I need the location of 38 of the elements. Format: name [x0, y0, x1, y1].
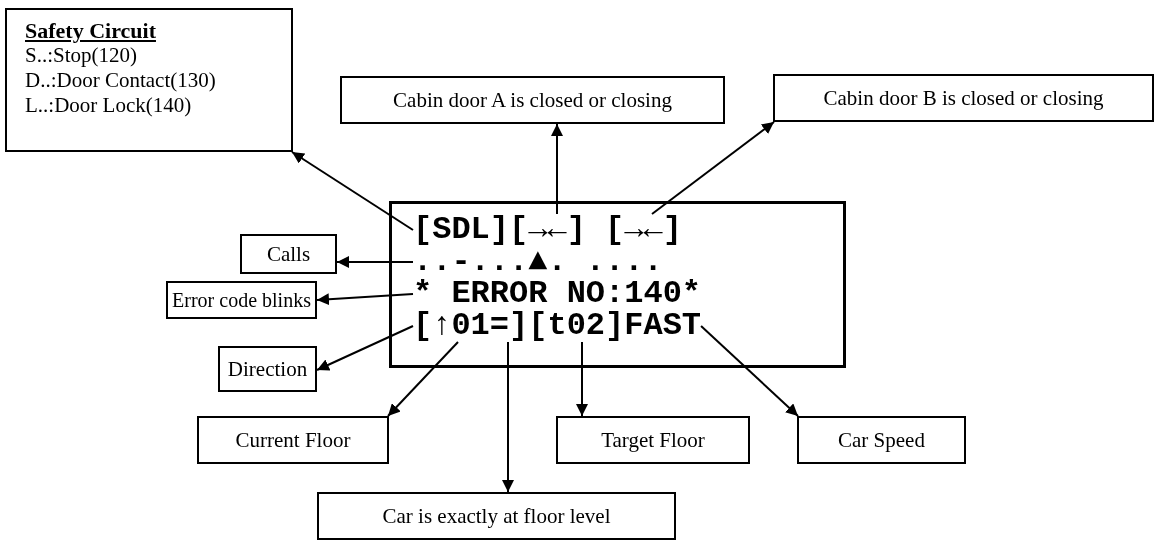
heading: Safety Circuit: [25, 18, 157, 43]
callout-box: [218, 346, 317, 392]
callout-text: Error code blinks: [172, 288, 311, 312]
callout-text: Car Speed: [838, 427, 925, 453]
callout-text: Car is exactly at floor level: [382, 503, 611, 529]
display-text-line: [SDL][→←] [→←]: [413, 214, 682, 246]
code-line: S..:Stop(120): [25, 43, 138, 68]
callout-box: [197, 416, 389, 464]
leader-arrow: [551, 123, 563, 215]
leader-arrow: [291, 151, 414, 231]
display-text-line: [↑01=][t02]FAST: [413, 310, 702, 342]
leader-arrow: [502, 341, 514, 493]
callout-box: [556, 416, 750, 464]
leader-arrow: [576, 341, 588, 417]
callout-text: Target Floor: [601, 427, 705, 453]
code-line: L..:Door Lock(140): [25, 93, 193, 118]
callout-text: Current Floor: [235, 427, 351, 453]
display-text-line: ..-...▲. ....: [413, 246, 663, 278]
callout-text: Direction: [227, 356, 308, 382]
callout-text: Cabin door A is closed or closing: [393, 87, 672, 113]
callout-box: [166, 281, 317, 319]
callout-box: [797, 416, 966, 464]
callout-box: [773, 74, 1154, 122]
leader-arrow: [336, 256, 414, 268]
leader-arrow: [387, 341, 459, 417]
leader-arrow: [651, 121, 775, 215]
display-text-line: * ERROR NO:140*: [413, 278, 702, 310]
leader-arrow: [316, 293, 414, 306]
callout-box: [317, 492, 676, 540]
callout-box: [340, 76, 725, 124]
callout-text: Cabin door B is closed or closing: [823, 85, 1104, 111]
callout-box: [5, 8, 293, 152]
leader-arrow: [700, 325, 799, 417]
callout-box: [240, 234, 337, 274]
code-line: D..:Door Contact(130): [25, 68, 217, 93]
lcd-display-box: [389, 201, 846, 368]
leader-arrow: [316, 325, 414, 371]
callout-text: Calls: [266, 241, 311, 267]
